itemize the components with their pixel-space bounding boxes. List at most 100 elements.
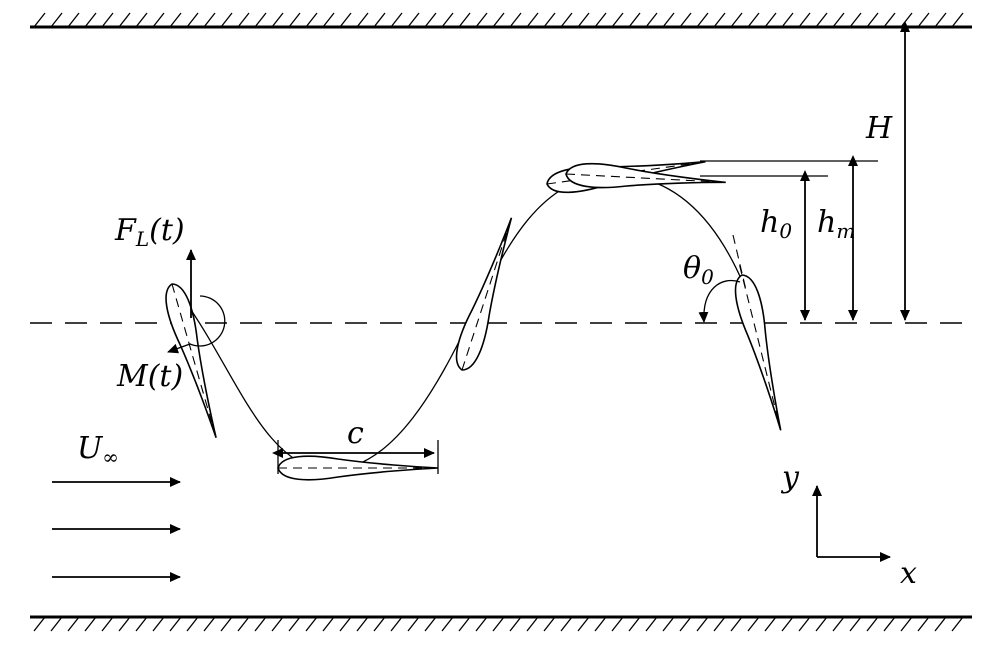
wall-hatch-line	[628, 616, 641, 632]
wall-hatch-line	[730, 616, 743, 632]
pitch-angle-arc	[698, 280, 741, 323]
wall-hatch-line	[237, 12, 250, 28]
wall-hatch-line	[50, 616, 63, 632]
wall-hatch-line	[135, 616, 148, 632]
wall-hatch-line	[764, 616, 777, 632]
wall-hatch-line	[220, 616, 233, 632]
wall-hatch-line	[832, 616, 845, 632]
wall-hatch-line	[730, 12, 743, 28]
wall-hatch-line	[798, 616, 811, 632]
wall-hatch-line	[781, 616, 794, 632]
airfoil-6	[729, 265, 793, 434]
label-theta0: θ0	[683, 251, 714, 289]
label-H: H	[865, 111, 893, 146]
wall-hatch-line	[577, 12, 590, 28]
label-chord: c	[347, 416, 364, 451]
wall-hatch-line	[356, 12, 369, 28]
wall-hatch-line	[713, 12, 726, 28]
wall-hatch-line	[458, 616, 471, 632]
wall-hatch-line	[577, 616, 590, 632]
wall-hatch-line	[883, 12, 896, 28]
wall-hatch-line	[33, 12, 46, 28]
wall-hatch-line	[458, 12, 471, 28]
wall-hatch-line	[441, 616, 454, 632]
wall-hatch-line	[322, 12, 335, 28]
wall-hatch-line	[339, 616, 352, 632]
wall-hatch-line	[390, 12, 403, 28]
wall-hatch-line	[900, 616, 913, 632]
wall-hatch-line	[271, 616, 284, 632]
wall-hatch-line	[475, 616, 488, 632]
wall-hatch-line	[424, 12, 437, 28]
wall-hatch-line	[866, 616, 879, 632]
wall-hatch-line	[237, 616, 250, 632]
wall-hatch-line	[713, 616, 726, 632]
wall-hatch-line	[543, 12, 556, 28]
wall-hatch-line	[696, 12, 709, 28]
wall-hatch-line	[186, 616, 199, 632]
airfoil-1	[159, 279, 229, 442]
label-lift-force: FL(t)	[114, 213, 185, 251]
wall-hatch-line	[492, 616, 505, 632]
wall-hatch-line	[645, 616, 658, 632]
wall-hatch-line	[951, 12, 964, 28]
wall-hatch-line	[441, 12, 454, 28]
wall-hatch-line	[611, 616, 624, 632]
wall-hatch-line	[407, 616, 420, 632]
wall-hatch-line	[407, 12, 420, 28]
airfoil-3	[449, 213, 524, 375]
wall-hatch-line	[152, 12, 165, 28]
wall-hatch-line	[849, 12, 862, 28]
wall-hatch-line	[101, 616, 114, 632]
wall-hatch-line	[696, 616, 709, 632]
wall-hatch-line	[662, 616, 675, 632]
wall-hatch-line	[951, 616, 964, 632]
wall-hatch-line	[628, 12, 641, 28]
wall-hatch-line	[832, 12, 845, 28]
wall-hatch-line	[679, 12, 692, 28]
wall-hatch-line	[118, 12, 131, 28]
label-freestream: U∞	[77, 431, 119, 469]
wall-hatch-line	[356, 616, 369, 632]
wall-hatch-line	[781, 12, 794, 28]
wall-hatch-line	[169, 616, 182, 632]
wall-hatch-line	[526, 12, 539, 28]
wall-hatch-line	[917, 616, 930, 632]
wall-hatch-line	[747, 616, 760, 632]
wall-hatch-line	[509, 616, 522, 632]
wall-hatch-line	[101, 12, 114, 28]
wall-hatch-line	[67, 616, 80, 632]
wall-hatch-line	[84, 12, 97, 28]
wall-hatch-line	[934, 12, 947, 28]
wall-hatch-line	[220, 12, 233, 28]
wall-hatch-line	[373, 12, 386, 28]
wall-hatch-line	[390, 616, 403, 632]
wall-hatch-line	[747, 12, 760, 28]
wall-hatch-line	[288, 12, 301, 28]
wall-hatch-line	[798, 12, 811, 28]
wall-hatch-line	[373, 616, 386, 632]
airfoil-5	[564, 161, 728, 195]
wall-hatch-line	[152, 616, 165, 632]
wall-hatch-line	[305, 12, 318, 28]
wall-hatch-line	[67, 12, 80, 28]
wall-hatch-line	[917, 12, 930, 28]
moment-arc	[167, 295, 226, 354]
label-axis-x: x	[900, 556, 917, 591]
wall-hatch-line	[849, 616, 862, 632]
wall-hatch-line	[305, 616, 318, 632]
wall-hatch-line	[84, 616, 97, 632]
wall-hatch-line	[883, 616, 896, 632]
wall-hatch-line	[815, 616, 828, 632]
wall-hatch-line	[475, 12, 488, 28]
top-wall	[30, 12, 972, 29]
wall-hatch-line	[900, 12, 913, 28]
wall-hatch-line	[866, 12, 879, 28]
bottom-wall	[30, 615, 972, 632]
wall-hatch-line	[186, 12, 199, 28]
wall-hatch-line	[934, 616, 947, 632]
pitch-reference-line	[732, 234, 747, 291]
label-h0: h0	[760, 205, 792, 243]
wall-hatch-line	[509, 12, 522, 28]
wall-hatch-line	[288, 616, 301, 632]
